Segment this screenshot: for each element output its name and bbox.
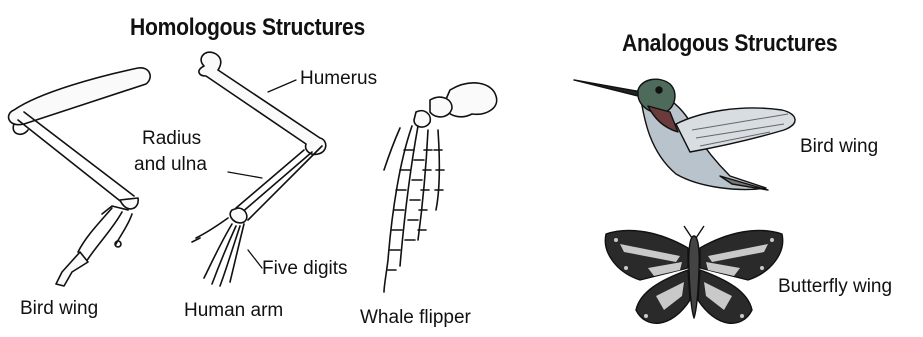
butterfly-illustration	[605, 226, 782, 323]
radius-leader	[228, 172, 262, 178]
five-digits-label: Five digits	[262, 258, 348, 280]
bird-wing-skeleton-caption: Bird wing	[20, 298, 98, 320]
human-arm-caption: Human arm	[184, 300, 283, 322]
humerus-leader	[268, 80, 296, 92]
hummingbird-illustration	[574, 79, 795, 190]
hummingbird-wing-caption: Bird wing	[800, 136, 878, 158]
digits-leader	[248, 250, 262, 268]
humerus-label: Humerus	[300, 68, 377, 90]
bird-wing-skeleton	[9, 68, 151, 286]
radius-label-line1: Radius	[142, 128, 201, 150]
whale-flipper-caption: Whale flipper	[360, 307, 471, 329]
radius-label-line2: and ulna	[134, 154, 207, 176]
whale-flipper-skeleton	[384, 83, 497, 292]
butterfly-wing-caption: Butterfly wing	[778, 276, 892, 298]
